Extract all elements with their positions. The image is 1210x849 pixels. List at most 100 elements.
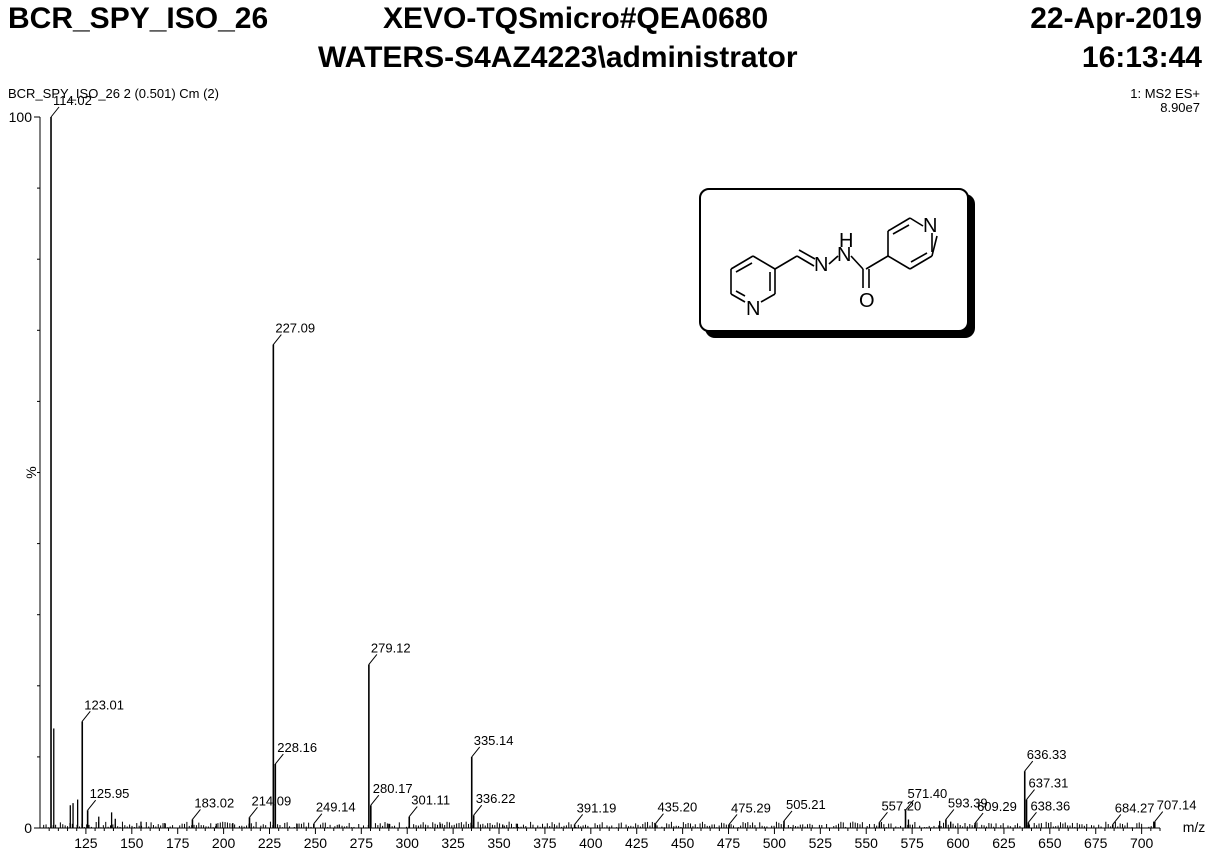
peak-label: 301.11 [411,793,450,808]
peak-label: 125.95 [90,786,130,801]
x-tick-label: 375 [533,835,557,849]
peak-leader [370,794,380,806]
peak-leader [274,753,284,765]
chemical-structure: N N H N O N [730,215,938,320]
x-tick-label: 225 [258,835,282,849]
peak-label: 609.29 [977,799,1017,814]
peak-label: 279.12 [371,640,411,655]
atom-label: N [746,298,760,320]
peak-label: 249.14 [316,800,356,815]
atom-label: N [837,244,851,266]
y-axis-label: % [23,466,39,478]
peak-label: 636.33 [1027,747,1067,762]
function-label: 1: MS2 ES+ [1130,86,1200,101]
labeled-peaks: 114.02 123.01 125.95 183.02 214.09 227.09 228.… [50,93,1197,828]
instrument-id: XEVO-TQSmicro#QEA0680 [383,2,769,35]
peak-leader [192,809,201,820]
peak-label: 123.01 [84,697,124,712]
peak-leader [272,334,282,345]
atom-label: H [839,230,853,252]
peak-label: 505.21 [786,797,826,812]
peak-leader [471,746,481,758]
peak-label: 707.14 [1157,798,1197,813]
x-tick-label: 550 [855,835,879,849]
x-tick-label: 350 [487,835,511,849]
molecule-structure-box: N N H N O N [699,188,969,332]
peak-leader [81,711,91,722]
peak-leader [655,813,664,825]
peak-label: 684.27 [1115,800,1155,815]
x-tick-label: 475 [717,835,741,849]
y-tick-label: 0 [24,820,32,836]
x-tick-label: 625 [992,835,1016,849]
user-account: WATERS-S4AZ4223\administrator [318,41,798,74]
peak-leader [728,814,738,825]
x-tick-label: 275 [350,835,374,849]
peak-leader [249,807,258,818]
atom-label: N [923,215,937,237]
peak-label: 227.09 [275,321,315,336]
peak-leader [905,799,914,811]
x-tick-label: 325 [441,835,465,849]
chart-axes: 0 100% 125 150 175 200 225 250 275 300 325 350 375 40… [9,109,1206,849]
x-tick-label: 500 [763,835,787,849]
x-tick-label: 425 [625,835,649,849]
x-tick-label: 400 [579,835,603,849]
y-tick-label: 100 [9,109,33,125]
peak-label: 557.20 [881,798,921,813]
x-tick-label: 525 [809,835,833,849]
peak-label: 475.29 [731,800,771,815]
peak-label: 214.09 [251,793,291,808]
peak-leader [974,812,984,824]
peak-leader [50,106,60,118]
sample-name: BCR_SPY_ISO_26 [8,2,269,35]
peak-label: 335.14 [474,733,514,748]
peak-leader [1154,811,1164,822]
peak-label: 336.22 [476,791,516,806]
peak-leader [87,799,97,811]
peak-label: 638.36 [1030,798,1070,813]
peak-leader [879,811,888,823]
peak-leader [945,809,955,820]
peak-leader [313,813,323,825]
x-tick-label: 650 [1038,835,1062,849]
peak-label: 280.17 [373,781,413,796]
x-tick-label: 300 [396,835,420,849]
peak-leader [1024,760,1034,772]
peak-label: 571.40 [908,786,948,801]
peak-label: 183.02 [194,795,234,810]
x-tick-label: 150 [120,835,144,849]
peak-label: 435.20 [657,800,697,815]
atom-label: O [859,290,875,312]
pyridine-ring-left [730,249,889,303]
peak-leader [783,810,793,822]
peak-label: 593.39 [948,795,988,810]
peak-leader [1028,811,1037,823]
peak-leader [368,654,378,665]
x-tick-label: 200 [212,835,236,849]
x-tick-label: 675 [1084,835,1108,849]
max-intensity: 8.90e7 [1160,100,1200,115]
x-tick-label: 575 [900,835,924,849]
peak-label: 391.19 [577,800,617,815]
peak-label: 637.31 [1029,776,1069,791]
peak-label: 114.02 [53,93,92,108]
acquisition-time: 16:13:44 [1081,41,1202,74]
peak-label: 228.16 [277,740,317,755]
x-tick-label: 175 [166,835,190,849]
x-tick-label: 125 [74,835,98,849]
x-axis-label: m/z [1183,819,1206,835]
peak-leader [473,804,483,816]
x-tick-label: 600 [946,835,970,849]
x-tick-label: 450 [671,835,695,849]
acquisition-date: 22-Apr-2019 [1030,2,1202,35]
peak-leader [1026,789,1035,800]
peak-leader [1112,814,1122,825]
scan-info: BCR_SPY_ISO_26 2 (0.501) Cm (2) [8,86,219,101]
atom-label: N [814,254,828,276]
x-tick-label: 250 [304,835,328,849]
peak-leader [574,814,584,825]
peak-leader [408,806,418,817]
minor-peaks [43,728,1157,828]
